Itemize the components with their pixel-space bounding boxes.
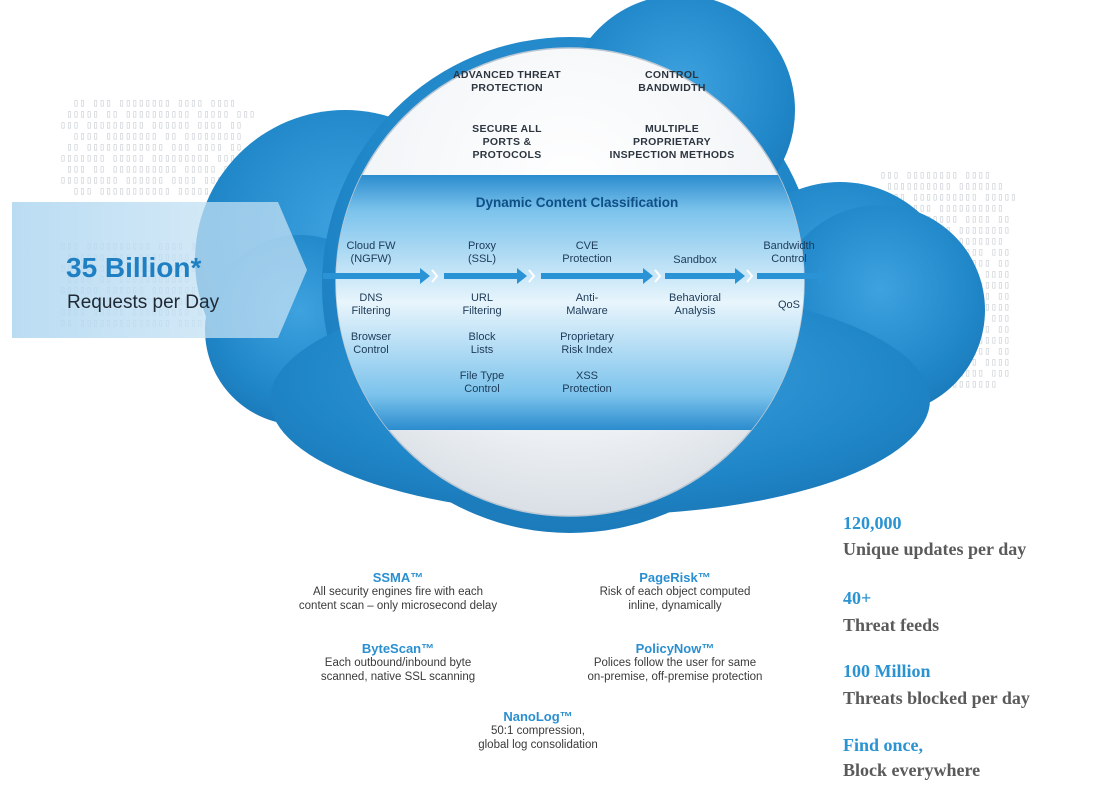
feature-name: SSMA™ — [372, 570, 424, 585]
feature-desc: Risk of each object computed inline, dyn… — [599, 586, 751, 612]
stage-bandwidth: Bandwidth Control — [763, 240, 815, 265]
feature-pagerisk: PageRisk™ Risk of each object computed i… — [545, 570, 805, 613]
item-behavioral-analysis: Behavioral Analysis — [669, 292, 721, 317]
stat-feeds: 40+ Threat feeds — [843, 587, 939, 636]
feature-ssma: SSMA™ All security engines fire with eac… — [268, 570, 528, 613]
feature-desc: Polices follow the user for same on-prem… — [587, 657, 763, 683]
feature-name: NanoLog™ — [503, 709, 573, 724]
stage-cloud-fw: Cloud FW (NGFW) — [346, 240, 396, 265]
stat-value: 100 Million — [843, 661, 931, 681]
stat-label: Block everywhere — [843, 760, 981, 780]
feature-desc: 50:1 compression, global log consolidati… — [478, 725, 598, 751]
capability-inspection-methods: MULTIPLE PROPRIETARY INSPECTION METHODS — [609, 123, 735, 161]
stage-cve: CVE Protection — [562, 240, 612, 265]
stat-value: Find once, — [843, 735, 924, 755]
stat-value: 120,000 — [843, 513, 902, 533]
feature-policynow: PolicyNow™ Polices follow the user for s… — [545, 641, 805, 684]
stat-label: Unique updates per day — [843, 539, 1027, 559]
classification-band — [336, 175, 804, 430]
item-block-lists: Block Lists — [468, 331, 496, 356]
request-label: Requests per Day — [67, 292, 220, 313]
request-count: 35 Billion* — [66, 252, 202, 283]
stat-value: 40+ — [843, 588, 872, 608]
item-risk-index: Proprietary Risk Index — [560, 331, 614, 356]
capability-control-bandwidth: CONTROL BANDWIDTH — [638, 69, 706, 94]
column-cloud-fw: DNS Filtering Browser Control — [321, 292, 421, 370]
stat-label: Threat feeds — [843, 615, 940, 635]
stage-sandbox: Sandbox — [673, 254, 717, 266]
item-browser-control: Browser Control — [350, 331, 392, 356]
item-url-filtering: URL Filtering — [462, 292, 502, 317]
column-bandwidth: QoS — [739, 299, 839, 325]
feature-bytescan: ByteScan™ Each outbound/inbound byte sca… — [268, 641, 528, 684]
request-arrow — [12, 202, 307, 338]
item-dns-filtering: DNS Filtering — [351, 292, 391, 317]
item-qos: QoS — [777, 299, 800, 311]
feature-name: ByteScan™ — [361, 641, 435, 656]
feature-desc: Each outbound/inbound byte scanned, nati… — [320, 657, 476, 683]
stat-label: Threats blocked per day — [843, 688, 1030, 708]
column-sandbox: Behavioral Analysis — [645, 292, 745, 331]
stage-proxy: Proxy (SSL) — [467, 240, 497, 265]
stat-updates: 120,000 Unique updates per day — [843, 512, 1026, 560]
feature-name: PageRisk™ — [639, 570, 711, 585]
column-cve: Anti- Malware Proprietary Risk Index XSS… — [537, 292, 637, 409]
feature-desc: All security engines fire with each cont… — [298, 586, 498, 612]
item-anti-malware: Anti- Malware — [566, 292, 608, 317]
stat-threats-blocked: 100 Million Threats blocked per day — [843, 660, 1030, 709]
capability-secure-ports: SECURE ALL PORTS & PROTOCOLS — [472, 123, 542, 161]
band-title: Dynamic Content Classification — [475, 195, 679, 210]
item-file-type-control: File Type Control — [459, 370, 505, 395]
item-xss-protection: XSS Protection — [562, 370, 612, 395]
capability-threat-protection: ADVANCED THREAT PROTECTION — [453, 69, 561, 94]
feature-nanolog: NanoLog™ 50:1 compression, global log co… — [408, 709, 668, 752]
feature-name: PolicyNow™ — [635, 641, 715, 656]
column-proxy: URL Filtering Block Lists File Type Cont… — [432, 292, 532, 409]
pipeline-arrows — [323, 268, 829, 284]
stat-find-once: Find once, Block everywhere — [843, 734, 980, 781]
chevrons — [431, 269, 754, 283]
